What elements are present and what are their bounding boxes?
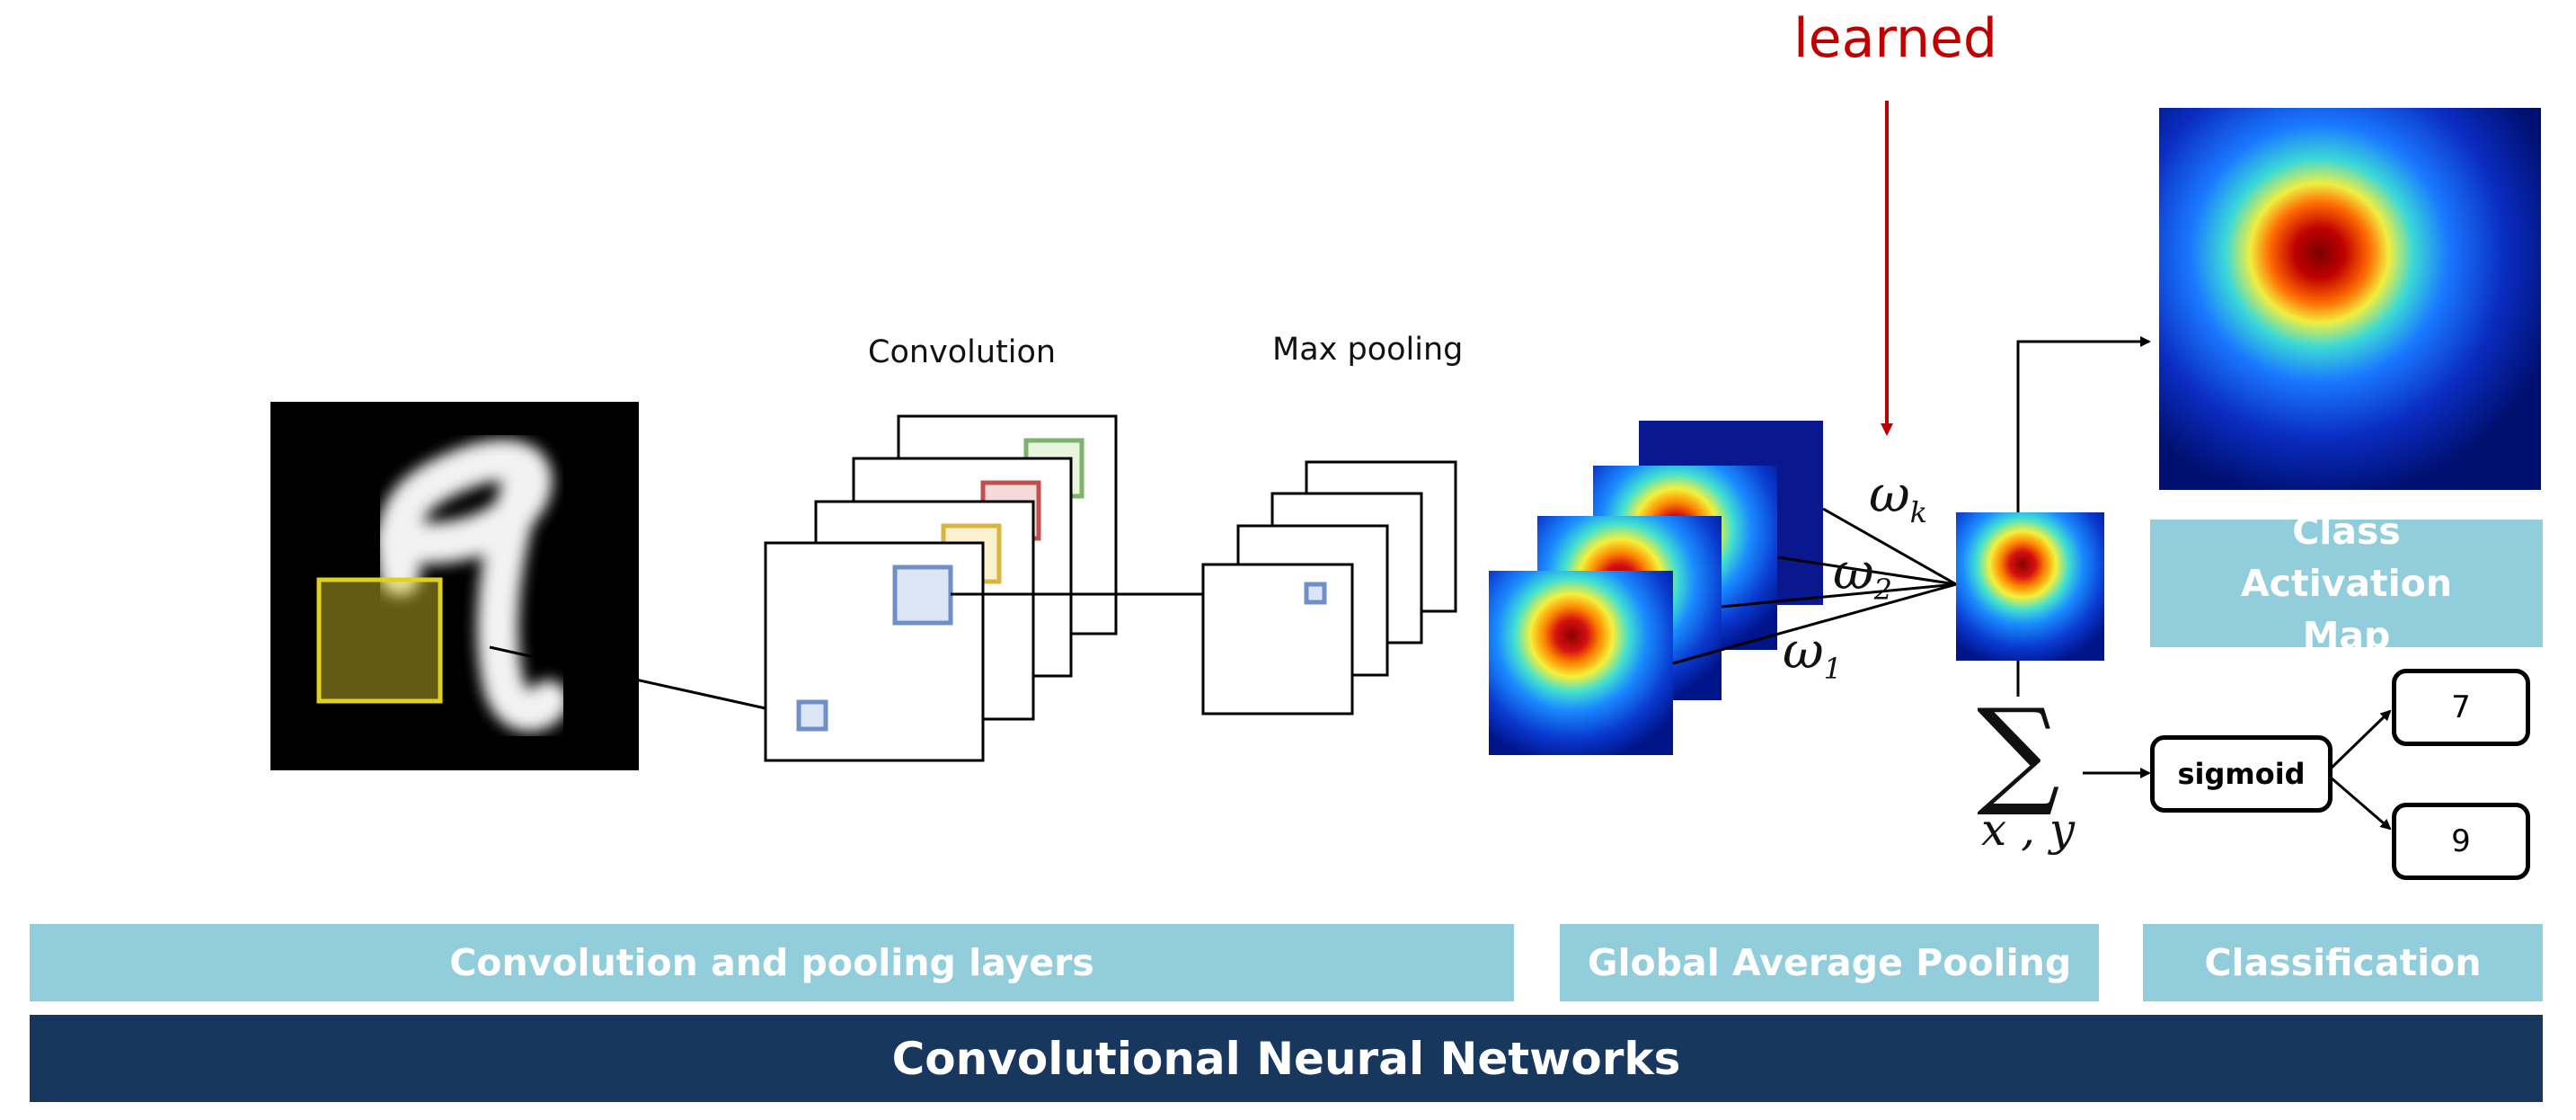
max-pooling-label: Max pooling	[1272, 332, 1464, 368]
max-pooling-feature-maps	[1201, 460, 1457, 716]
arrow-to-9	[2330, 776, 2392, 831]
sigmoid-box: sigmoid	[2150, 735, 2333, 813]
learned-label: learned	[1793, 7, 1997, 70]
arrow-to-7	[2329, 709, 2392, 770]
sum-symbol: ∑	[1977, 683, 2060, 820]
arrow-to-cam	[2016, 336, 2151, 466]
band-cnn: Convolutional Neural Networks	[30, 1015, 2543, 1102]
kernel-window	[316, 577, 443, 704]
convolution-feature-maps	[764, 414, 1118, 762]
output-7-box: 7	[2392, 669, 2530, 746]
convolution-label: Convolution	[868, 334, 1057, 370]
cam-small	[1956, 512, 2104, 661]
band-conv-pool: Convolution and pooling layers	[30, 924, 1514, 1001]
weight-lines	[1672, 507, 1957, 665]
input-digit-image	[270, 402, 639, 770]
band-classification: Classification	[2143, 924, 2543, 1001]
omega-k-label: ωk	[1869, 466, 1928, 530]
output-9-box: 9	[2392, 803, 2530, 880]
cam-large	[2159, 108, 2541, 490]
omega-1-label: ω1	[1783, 622, 1843, 687]
cam-label: Class Activation Map	[2240, 510, 2453, 657]
arrow-to-conv	[489, 645, 800, 719]
band-gap: Global Average Pooling	[1560, 924, 2099, 1001]
sum-subscript: x , y	[1981, 804, 2076, 856]
omega-2-label: ω2	[1833, 543, 1893, 608]
cam-label-box: Class Activation Map	[2150, 510, 2543, 657]
gap-feature-maps	[1489, 421, 1823, 755]
